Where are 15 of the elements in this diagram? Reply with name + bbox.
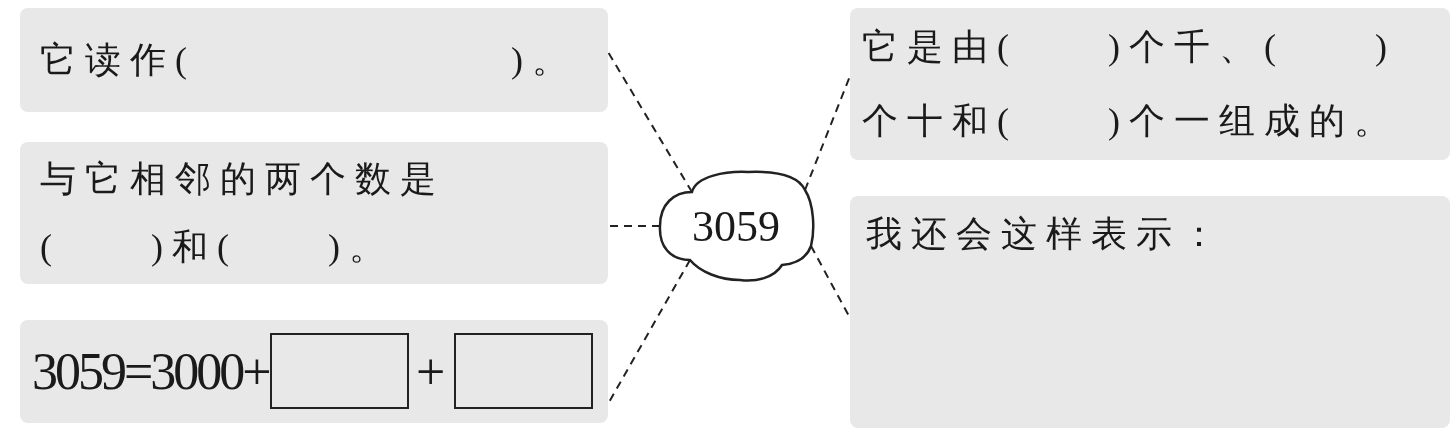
cloud-number: 3059 xyxy=(691,202,781,252)
question-box xyxy=(20,320,608,423)
question-text: 它读作( )。 xyxy=(40,39,578,82)
answer-panel xyxy=(850,196,1450,428)
equation-text: 3059=3000+ xyxy=(32,342,269,402)
prompt-text: 我还会这样表示： xyxy=(866,213,1227,256)
question-text: 它是由( )个千、( )个十和( )个一组成的。 xyxy=(862,26,1400,143)
question-text: 与它相邻的两个数是( )和( )。 xyxy=(40,158,446,269)
dashed-connector xyxy=(607,225,661,227)
dashed-connector xyxy=(804,75,851,191)
cloud-shape xyxy=(656,168,816,284)
question-box xyxy=(850,8,1450,160)
plus-sign: + xyxy=(416,342,446,402)
dashed-connector xyxy=(607,51,693,193)
question-box xyxy=(20,8,608,112)
